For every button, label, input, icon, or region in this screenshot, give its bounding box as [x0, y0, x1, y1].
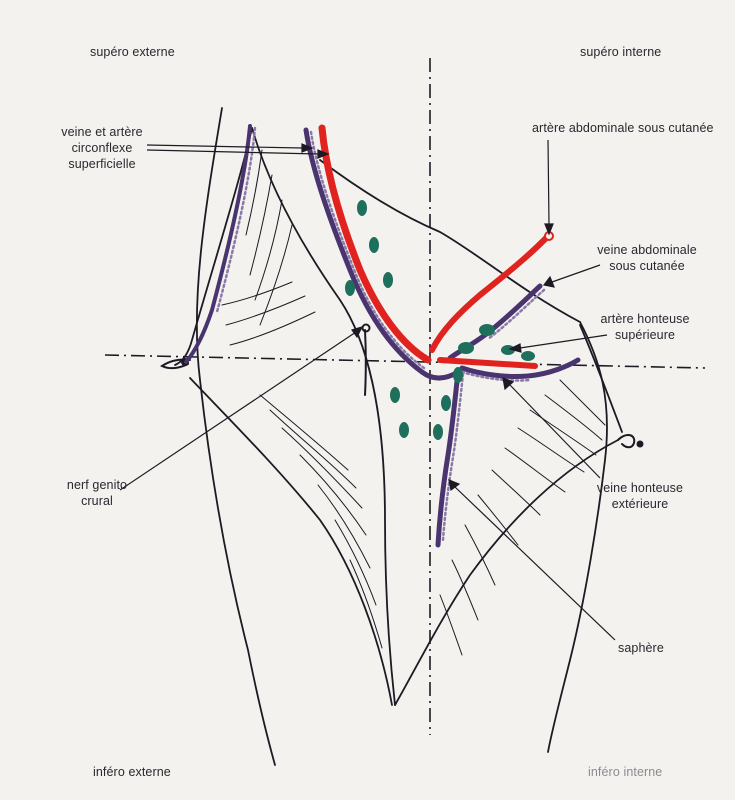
- corner-label-bottom-right: inféro interne: [588, 765, 663, 779]
- label-veine-honteuse: veine honteuse extérieure: [596, 481, 684, 511]
- vein-honteuse-shade: [460, 370, 532, 382]
- lower-left-crease: [189, 377, 393, 706]
- lymph-nodes: [345, 200, 535, 440]
- inner-thigh-line: [547, 321, 608, 753]
- vein-abdominale-shade: [486, 288, 546, 341]
- vein-saphene-shade: [441, 372, 465, 542]
- right-flap-hatching: [439, 379, 606, 656]
- left-flap-edge: [251, 127, 396, 706]
- label-circonflexe: veine et artère circonflexe superficiell…: [61, 125, 143, 171]
- label-artere-honteuse: artère honteuse supérieure: [600, 312, 690, 342]
- label-artere-abdominale: artère abdominale sous cutanée: [532, 121, 714, 135]
- label-nerf-genito-crural: nerf genito crural: [66, 478, 128, 508]
- vein-circonflexe-shade: [309, 130, 426, 370]
- lower-right-crease: [394, 439, 619, 706]
- corner-label-bottom-left: inféro externe: [93, 765, 171, 779]
- vein-saphene: [435, 369, 461, 548]
- artery-abdominale: [429, 233, 551, 353]
- vein-circonflexe: [303, 127, 461, 381]
- reference-axes: [104, 58, 706, 735]
- right-hook: [617, 434, 636, 449]
- left-flap-hatching: [221, 149, 383, 649]
- artery-honteuse: [437, 357, 538, 369]
- label-veine-abdominale: veine abdominale sous cutanée: [597, 243, 697, 273]
- body-outline: [174, 107, 623, 766]
- leader-lines: [119, 139, 616, 641]
- left-hook: [160, 358, 191, 370]
- artery-circonflexe: [318, 124, 432, 364]
- outer-thigh-line: [195, 107, 276, 766]
- horizontal-axis: [104, 354, 706, 369]
- corner-label-top-left: supéro externe: [90, 45, 175, 59]
- nerf-genito-crural: [361, 323, 371, 396]
- arteries: [318, 124, 554, 369]
- vein-left-flap-edge-shade: [215, 126, 257, 314]
- right-flap-outer: [579, 324, 623, 433]
- veins: [184, 124, 581, 548]
- label-saphene: saphère: [618, 641, 664, 655]
- retractor-hooks: [160, 358, 644, 449]
- vein-left-flap-edge: [184, 124, 252, 364]
- vein-honteuse: [459, 357, 581, 379]
- corner-label-top-right: supéro interne: [580, 45, 662, 59]
